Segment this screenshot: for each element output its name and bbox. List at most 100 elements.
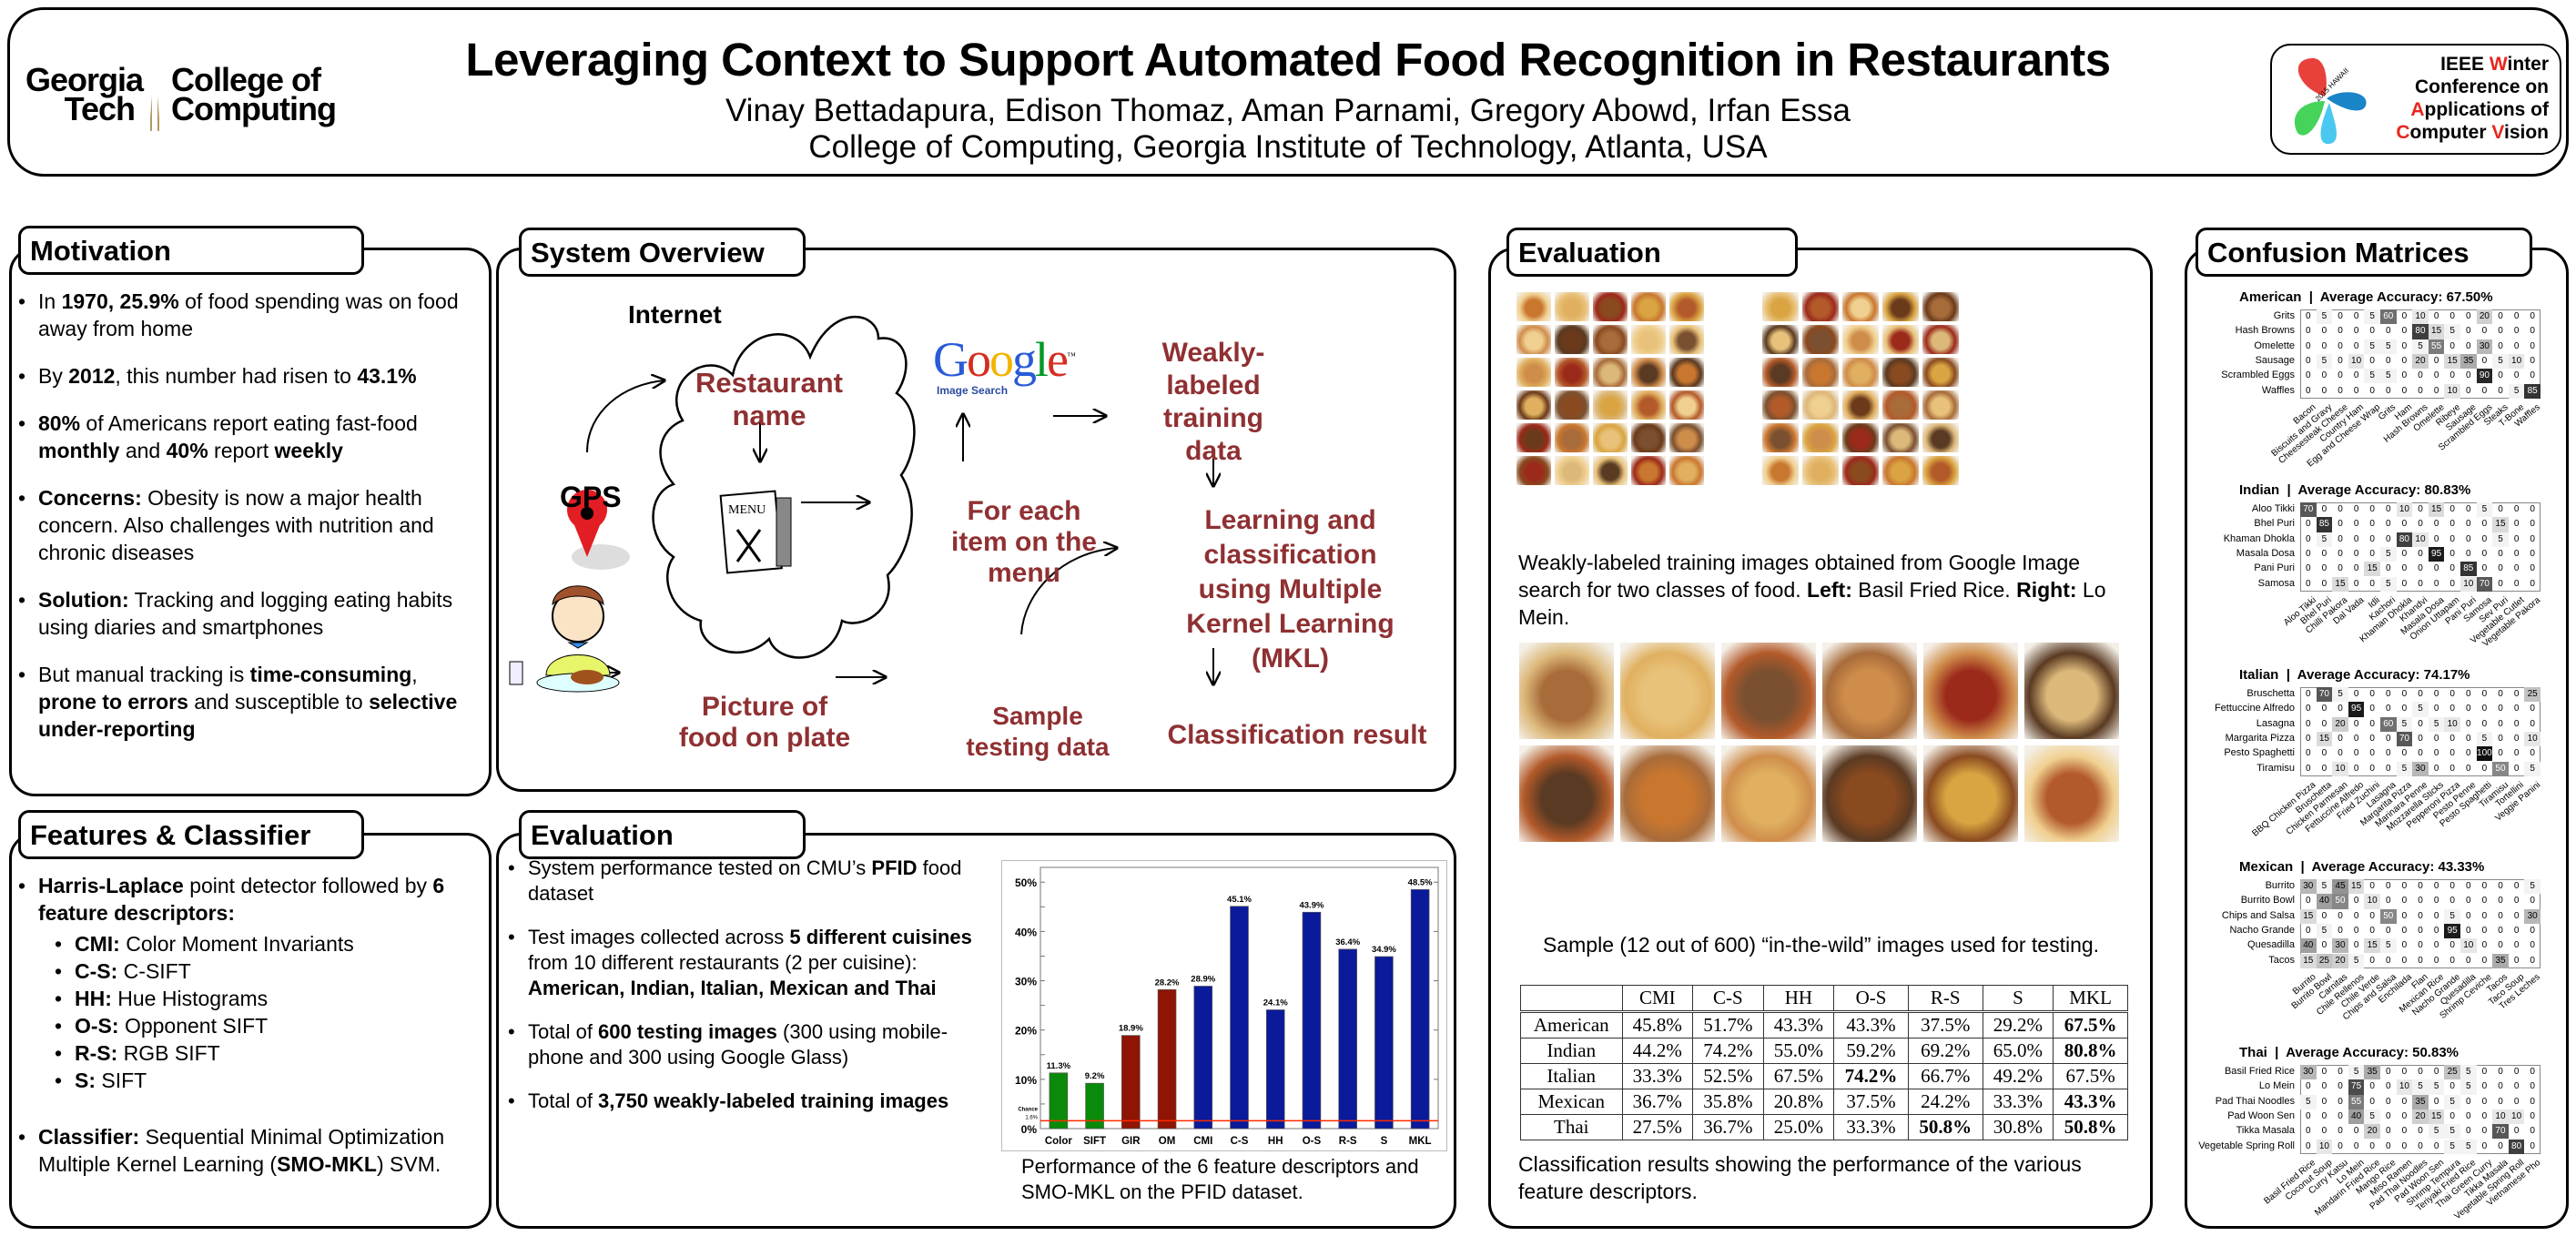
x-tick-label: CMI [1193, 1136, 1212, 1147]
matrix-cell: 5 [2300, 1094, 2317, 1109]
matrix-cell: 85 [2316, 517, 2333, 532]
matrix-cell: 0 [2513, 925, 2520, 936]
table-cell: 50.8% [1907, 1114, 1983, 1140]
table-cell: 33.3% [1833, 1114, 1909, 1140]
matrix-cell: 0 [2306, 326, 2311, 337]
matrix-cell: 0 [2386, 1140, 2391, 1151]
table-cell: 80.8% [2053, 1038, 2128, 1064]
matrix-row-label: Fettuccine Alfredo [2214, 703, 2295, 714]
weakly-labeled-label: Weakly-labeled training data [1161, 338, 1265, 466]
matrix-cell: 0 [2338, 385, 2343, 396]
matrix-cell: 0 [2338, 1140, 2343, 1151]
bold-text: 5 different cuisines [789, 926, 972, 948]
matrix-cell: 0 [2369, 718, 2375, 729]
food-photo [1922, 291, 1960, 322]
matrix-cell: 0 [2498, 326, 2503, 337]
matrix-cell: 0 [2449, 370, 2455, 381]
matrix-cell: 0 [2306, 578, 2311, 589]
table-cell: 74.2% [1833, 1063, 1909, 1089]
food-photo [1922, 455, 1960, 486]
food-photo [1922, 422, 1960, 453]
matrix-cell: 0 [2306, 704, 2311, 714]
evaluation-heading: Evaluation [519, 810, 806, 859]
matrix-cell: 5 [2508, 383, 2525, 399]
matrix-cell: 0 [2369, 704, 2375, 714]
matrix-cell: 0 [2530, 563, 2535, 574]
matrix-cell: 10 [2348, 353, 2365, 370]
matrix-cell: 0 [2513, 955, 2520, 966]
matrix-cell: 95 [2428, 546, 2445, 562]
logo-line: Conference on [2396, 76, 2549, 98]
matrix-cell: 0 [2386, 704, 2391, 714]
matrix-cell: 15 [2300, 953, 2317, 968]
table-cell: 45.8% [1621, 1011, 1694, 1038]
text-segment: Total of [528, 1020, 599, 1043]
matrix-cell: 5 [2380, 576, 2397, 592]
matrix-cell: 40 [2300, 938, 2317, 954]
restaurant-name-label: Restaurant name [695, 367, 843, 431]
matrix-cell: 5 [2380, 369, 2397, 384]
matrix-cell: 0 [2353, 340, 2359, 351]
matrix-cell: 0 [2449, 896, 2455, 907]
matrix-cell: 0 [2418, 955, 2423, 966]
matrix-cell: 0 [2369, 548, 2375, 559]
matrix-cell: 20 [2476, 309, 2493, 325]
text-segment: food dataset [528, 856, 962, 905]
x-tick-label: S [1381, 1136, 1388, 1147]
descriptor-abbr: C-S: [75, 959, 118, 983]
food-photo [1592, 324, 1628, 355]
bold-text: Classifier: [38, 1125, 140, 1149]
bold-text: time-consuming [249, 663, 412, 686]
bold-text: Harris-Laplace [38, 874, 184, 897]
matrix-cell: 0 [2369, 881, 2375, 891]
bar [1193, 986, 1213, 1130]
confusion-matrices-heading: Confusion Matrices [2196, 228, 2532, 277]
bullet: • [55, 987, 63, 1010]
matrix-cell: 0 [2369, 925, 2375, 936]
bold-text: 6 feature descriptors: [38, 874, 445, 925]
matrix-cell: 0 [2338, 563, 2343, 574]
food-photo [1841, 324, 1880, 355]
matrix-cell: 0 [2418, 385, 2423, 396]
y-tick-label: 30% [1015, 976, 1037, 988]
matrix-cell: 0 [2481, 355, 2488, 366]
table-cell: 33.3% [1982, 1089, 2054, 1115]
matrix-cell: 0 [2498, 1081, 2503, 1092]
matrix-cell: 100 [2476, 746, 2493, 762]
matrix-cell: 0 [2433, 896, 2439, 907]
motivation-bullet: By 2012, this number had risen to 43.1% [18, 362, 473, 390]
matrix-cell: 0 [2466, 385, 2471, 396]
matrix-cell: 0 [2386, 763, 2391, 774]
matrix-cell: 0 [2401, 1096, 2408, 1107]
matrix-cell: 0 [2321, 340, 2328, 351]
food-photo [1630, 291, 1667, 322]
matrix-cell: 0 [2513, 519, 2520, 530]
matrix-cell: 0 [2321, 940, 2328, 951]
classification-result-label: Classification result [1167, 720, 1427, 750]
matrix-cell: 5 [2348, 1065, 2365, 1080]
matrix-cell: 0 [2386, 1110, 2391, 1121]
text-segment: Weakly-labeled training images obtained … [1518, 551, 2081, 602]
matrix-cell: 0 [2466, 548, 2471, 559]
matrix-cell: 0 [2418, 940, 2423, 951]
food-photo [1630, 422, 1667, 453]
food-photo [1630, 455, 1667, 486]
matrix-cell: 0 [2369, 355, 2375, 366]
matrix-cell: 70 [2396, 731, 2413, 747]
table-cell: 66.7% [1907, 1063, 1983, 1089]
accuracy-value: 43.33% [2438, 859, 2485, 875]
matrix-cell: 0 [2321, 704, 2328, 714]
bullet: • [55, 932, 63, 956]
text-segment: of Americans report eating fast-food [80, 411, 418, 435]
matrix-cell: 10 [2524, 731, 2541, 747]
matrix-cell: 15 [2428, 1109, 2445, 1125]
text-segment: from 10 different restaurants (2 per cui… [528, 951, 918, 974]
matrix-cell: 35 [2412, 1094, 2429, 1109]
matrix-cell: 0 [2513, 548, 2520, 559]
accuracy-label: Average Accuracy: [2319, 289, 2447, 305]
matrix-cell: 0 [2353, 748, 2359, 759]
matrix-cell: 70 [2492, 1124, 2509, 1140]
matrix-cell: 5 [2316, 309, 2333, 325]
food-photo [1841, 455, 1880, 486]
